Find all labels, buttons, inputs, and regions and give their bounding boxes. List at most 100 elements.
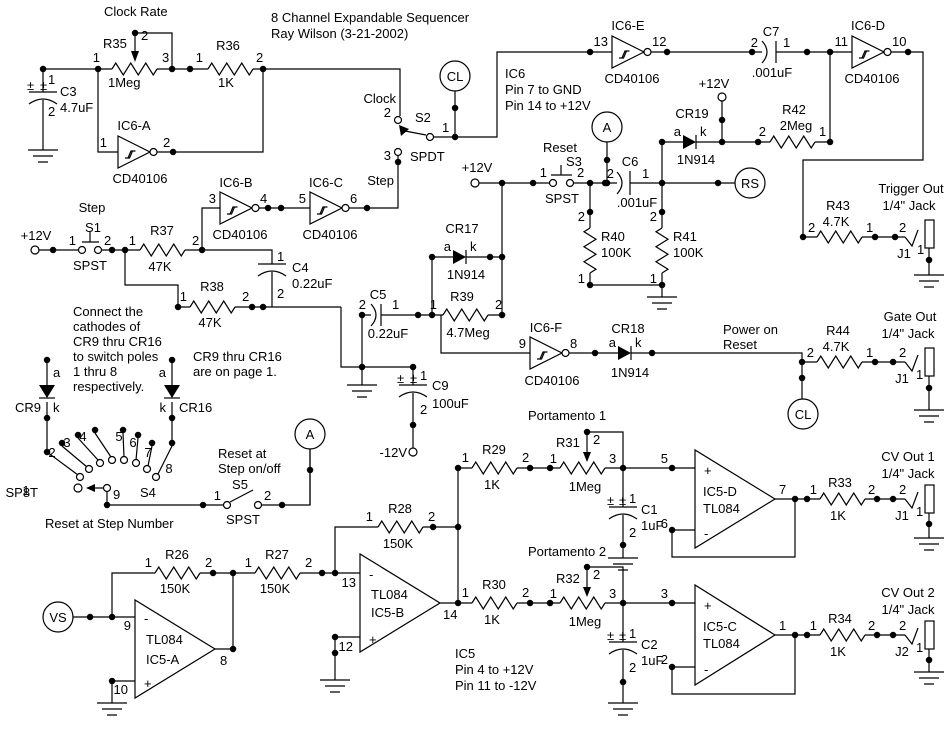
- jack-cv-out-2[interactable]: CV Out 2 1/4" Jack 2 J2 1: [881, 585, 935, 659]
- power-on-reset-1: Power on: [723, 322, 778, 337]
- r30-pin1: 1: [462, 585, 469, 600]
- resistor-r26: R26 1 2 150K: [145, 547, 212, 596]
- resistor-r27: R27 1 2 150K: [245, 547, 312, 596]
- c9-polarity-icon: ±: [397, 371, 404, 386]
- pot-r32[interactable]: Portamento 2 R32 2 1 3 1Meg: [528, 544, 616, 629]
- s2-type: SPDT: [410, 149, 445, 164]
- inverter-ic6e: IC6-E 13 12 CD40106: [594, 18, 667, 86]
- c9-value: 100uF: [432, 396, 469, 411]
- resistor-r42: R42 2Meg 2 1: [759, 102, 826, 149]
- r36-pin2: 2: [256, 50, 263, 65]
- switch-s5[interactable]: Reset at Step on/off S5 1 2 SPST: [214, 446, 281, 527]
- connector-a-step: A: [294, 418, 326, 450]
- s3-pin2: 2: [577, 165, 584, 180]
- c1-pin2: 2: [629, 525, 636, 540]
- trigger-out-sub: 1/4" Jack: [882, 198, 936, 213]
- r33-value: 1K: [830, 508, 846, 523]
- r44-pin1: 1: [866, 345, 873, 360]
- ic6d-pin11: 11: [835, 34, 849, 49]
- pot-r31[interactable]: Portamento 1 R31 2 1 3 1Meg: [528, 408, 616, 494]
- cr16-ref: CR16: [179, 400, 212, 415]
- cv1-jack-pin1: 1: [916, 504, 923, 519]
- pot-r35[interactable]: Clock Rate R35 2 1 3 1Meg: [93, 4, 169, 90]
- switch-s3[interactable]: Reset S3 1 2 SPST: [540, 140, 584, 206]
- c5-pin2: 2: [359, 297, 366, 312]
- jack-trigger-out[interactable]: Trigger Out 1/4" Jack 2 J1 1: [878, 181, 944, 261]
- r26-pin2: 2: [205, 555, 212, 570]
- c9-ref: C9: [432, 378, 449, 393]
- r32-pin3: 3: [609, 586, 616, 601]
- switch-s4-sp8t[interactable]: 1 2 3 4 5 6 7 8 SP8T 9 S4 Reset at Step …: [5, 429, 174, 531]
- s1-type: SPST: [73, 258, 107, 273]
- power-terminal-n12v: -12V: [380, 445, 418, 460]
- s4-ref: S4: [140, 485, 156, 500]
- cv-out-1-label: CV Out 1: [881, 449, 934, 464]
- switch-s1[interactable]: +12V Step S1 1 2 SPST: [21, 200, 112, 273]
- r33-pin2: 2: [868, 482, 875, 497]
- r31-pin1: 1: [550, 451, 557, 466]
- cv-out-2-label: CV Out 2: [881, 585, 934, 600]
- c2-value: 1uF: [641, 653, 663, 668]
- ic5c-part: TL084: [703, 636, 740, 651]
- ic5c-ref: IC5-C: [703, 619, 737, 634]
- s4-pin9: 9: [113, 487, 120, 502]
- resistor-r40: 2 R40 100K 1: [578, 209, 632, 286]
- c2-polarity-icon: ±: [607, 628, 614, 643]
- c6-value: .001uF: [617, 195, 658, 210]
- c5-ref: C5: [370, 287, 387, 302]
- c1-value: 1uF: [641, 518, 663, 533]
- cv-out-1-sub: 1/4" Jack: [881, 466, 935, 481]
- gate-out-label: Gate Out: [884, 309, 937, 324]
- ic6d-pin10: 10: [892, 34, 906, 49]
- jack-gate-out[interactable]: Gate Out 1/4" Jack 2 J1 1: [881, 309, 936, 386]
- inverter-ic6f: IC6-F 9 8 CD40106: [519, 320, 580, 388]
- schematic-title: 8 Channel Expandable Sequencer: [271, 10, 470, 25]
- ic6a-pin1: 1: [100, 135, 107, 150]
- c7-ref: C7: [763, 24, 780, 39]
- ic5c-pin3: 3: [661, 586, 668, 601]
- r35-ref: R35: [103, 36, 127, 51]
- inverter-ic6a: IC6-A 1 2 CD40106: [100, 118, 170, 186]
- ic6f-pin8: 8: [570, 336, 577, 351]
- switch-s2[interactable]: Clock 2 S2 1 3 SPDT Step: [363, 91, 449, 188]
- cr9-ref: CR9: [15, 400, 41, 415]
- s2-pin1: 1: [442, 120, 449, 135]
- s3-type: SPST: [545, 191, 579, 206]
- r31-pin3: 3: [609, 451, 616, 466]
- ic5a-minus: -: [144, 611, 148, 626]
- ic6b-pin4: 4: [260, 191, 267, 206]
- c4-pin2: 2: [277, 286, 284, 301]
- ic5a-pin10: 10: [114, 682, 128, 697]
- s1-pin1: 1: [69, 233, 76, 248]
- r34-pin2: 2: [868, 618, 875, 633]
- note-ic6: IC6 Pin 7 to GND Pin 14 to +12V: [505, 66, 591, 113]
- s4-pole5: 5: [115, 429, 122, 444]
- ic5c-pin2: 2: [661, 652, 668, 667]
- s2-ref: S2: [415, 110, 431, 125]
- ic6-note-3: Pin 14 to +12V: [505, 98, 591, 113]
- r40-value: 100K: [601, 245, 632, 260]
- c6-pin1: 1: [642, 166, 649, 181]
- c3-polarity-icon: ±: [27, 78, 34, 93]
- gate-out-sub: 1/4" Jack: [881, 326, 935, 341]
- r34-value: 1K: [830, 644, 846, 659]
- cr19-cathode: k: [700, 124, 707, 139]
- jack-cv-out-1[interactable]: CV Out 1 1/4" Jack 2 J1 1: [881, 449, 935, 523]
- r37-ref: R37: [150, 223, 174, 238]
- ic5a-plus: +: [144, 676, 152, 691]
- ic5d-ref: IC5-D: [703, 484, 737, 499]
- trigger-jack-ref: J1: [897, 246, 911, 261]
- ic5d-pin7: 7: [779, 482, 786, 497]
- r31-ref: R31: [556, 435, 580, 450]
- ic5a-pin8: 8: [220, 653, 227, 668]
- ic6f-part: CD40106: [525, 373, 580, 388]
- s1-ref: S1: [85, 220, 101, 235]
- ic6c-pin6: 6: [350, 191, 357, 206]
- note-cathodes: Connect the cathodes of CR9 thru CR16 to…: [73, 304, 162, 394]
- step-label: Step: [79, 200, 106, 215]
- ic5-note-2: Pin 4 to +12V: [455, 662, 534, 677]
- p12v-label: +12V: [462, 160, 493, 175]
- ic6e-pin12: 12: [652, 34, 666, 49]
- s4-pole2: 2: [48, 445, 55, 460]
